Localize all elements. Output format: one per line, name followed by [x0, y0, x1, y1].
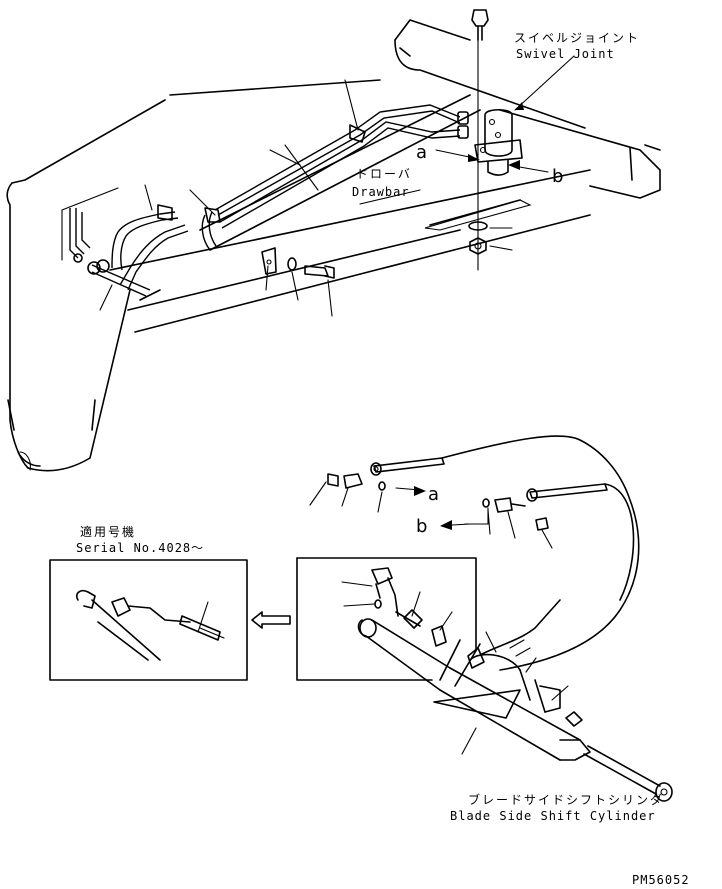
detail-box-left — [49, 559, 248, 681]
part-code: PM56052 — [632, 873, 690, 887]
port-label-b-upper: b — [552, 166, 563, 187]
bracket-washer-bolt — [261, 247, 335, 279]
serial-label-en: Serial No.4028～ — [76, 541, 204, 555]
swivel-joint-label-en: Swivel Joint — [516, 47, 615, 61]
port-label-b-lower: b — [416, 516, 427, 537]
drawbar-label-en: Drawbar — [352, 185, 410, 199]
detail-arrow — [251, 611, 291, 629]
hose-assembly — [309, 435, 640, 671]
swivel-joint-label-jp: スイベルジョイント — [514, 31, 640, 45]
swivel-joint — [468, 9, 523, 271]
serial-label-jp: 適用号機 — [80, 524, 136, 539]
cylinder-label-jp: ブレードサイドシフトシリンダ — [468, 792, 664, 807]
side-shift-cylinder — [357, 599, 673, 802]
leader-lines-upper — [99, 55, 575, 317]
hydraulic-tubes-upper — [61, 104, 469, 297]
detail-box-right — [296, 557, 477, 681]
frame-body — [6, 19, 661, 472]
drawbar-label-jp: ドローバ — [356, 167, 412, 181]
port-label-a-upper: a — [416, 142, 427, 163]
cylinder-label-en: Blade Side Shift Cylinder — [450, 809, 656, 823]
port-label-a-lower: a — [428, 484, 439, 505]
